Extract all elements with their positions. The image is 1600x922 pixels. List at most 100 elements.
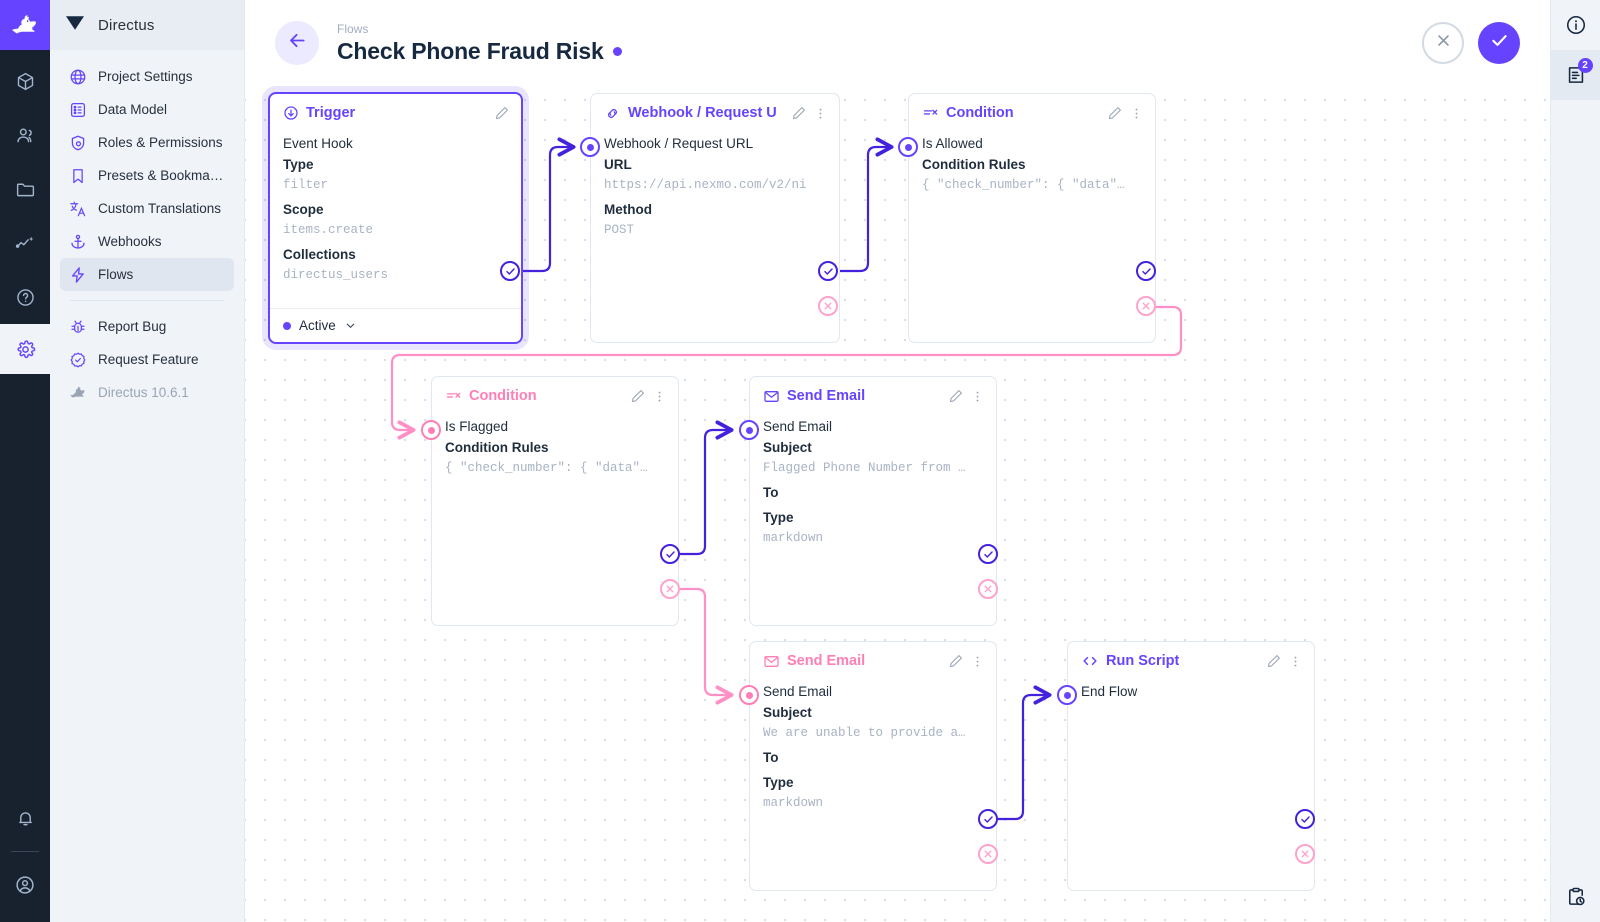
chevron-down-icon[interactable] xyxy=(344,319,357,332)
port-resolve-send-email-unable[interactable] xyxy=(978,809,998,829)
port-reject-condition-flagged[interactable] xyxy=(660,579,680,599)
more-vertical-icon[interactable] xyxy=(970,654,985,669)
pencil-icon[interactable] xyxy=(1266,653,1282,669)
port-reject-run-script[interactable] xyxy=(1295,844,1315,864)
field-label: Condition Rules xyxy=(445,440,549,455)
port-reject-webhook[interactable] xyxy=(818,296,838,316)
port-reject-send-email-unable[interactable] xyxy=(978,844,998,864)
panel-actions xyxy=(791,105,828,121)
panel-actions xyxy=(1266,653,1303,669)
sidebar-item-label: Webhooks xyxy=(98,234,162,249)
logs-icon[interactable]: 2 xyxy=(1550,50,1600,100)
close-icon xyxy=(1434,31,1453,55)
more-vertical-icon[interactable] xyxy=(652,389,667,404)
box-icon[interactable] xyxy=(0,54,50,108)
sidebar-item-webhooks[interactable]: Webhooks xyxy=(60,225,234,258)
panel-actions xyxy=(948,653,985,669)
panel-run-script[interactable]: Run Script End Flow xyxy=(1067,641,1315,891)
sidebar-item-roles-permissions[interactable]: Roles & Permissions xyxy=(60,126,234,159)
sidebar-item-data-model[interactable]: Data Model xyxy=(60,93,234,126)
sidebar-divider xyxy=(70,300,224,301)
pencil-icon[interactable] xyxy=(630,388,646,404)
port-input-condition-allowed[interactable] xyxy=(898,137,918,157)
pencil-icon[interactable] xyxy=(948,388,964,404)
more-vertical-icon[interactable] xyxy=(813,106,828,121)
panel-title: Condition xyxy=(469,388,537,404)
help-circle-icon[interactable] xyxy=(0,270,50,324)
panel-subtitle: Is Flagged xyxy=(445,419,509,434)
panel-body: Is Allowed Condition Rules { "check_numb… xyxy=(909,132,1155,205)
directus-logo-icon xyxy=(64,14,86,37)
panel-send-email-flagged[interactable]: Send Email Send Email Subject Flagged Ph… xyxy=(749,376,997,626)
port-input-send-email-unable[interactable] xyxy=(739,685,759,705)
port-resolve-condition-flagged[interactable] xyxy=(660,544,680,564)
sidebar-item-request-feature[interactable]: Request Feature xyxy=(60,343,234,376)
panel-header: Webhook / Request U xyxy=(591,94,839,132)
more-vertical-icon[interactable] xyxy=(1288,654,1303,669)
pencil-icon[interactable] xyxy=(791,105,807,121)
back-button[interactable] xyxy=(275,21,319,65)
port-input-webhook[interactable] xyxy=(580,137,600,157)
sidebar-item-flows[interactable]: Flows xyxy=(60,258,234,291)
users-icon[interactable] xyxy=(0,108,50,162)
folder-icon[interactable] xyxy=(0,162,50,216)
directus-rabbit-logo[interactable] xyxy=(0,0,50,50)
account-circle-icon[interactable] xyxy=(0,858,50,912)
status-dot xyxy=(283,321,291,330)
field-value: Flagged Phone Number from … xyxy=(763,461,966,475)
flow-connectors xyxy=(390,137,1183,821)
check-icon xyxy=(1489,30,1510,56)
pencil-icon[interactable] xyxy=(948,653,964,669)
sidebar-header[interactable]: Directus xyxy=(50,0,244,50)
port-input-condition-flagged[interactable] xyxy=(421,420,441,440)
gear-icon[interactable] xyxy=(0,324,50,374)
flow-title-block: Flows Check Phone Fraud Risk xyxy=(337,22,622,65)
module-rail-items xyxy=(0,50,50,374)
panel-send-email-unable[interactable]: Send Email Send Email Subject We are una… xyxy=(749,641,997,891)
sidebar-item-report-bug[interactable]: Report Bug xyxy=(60,310,234,343)
bell-icon[interactable] xyxy=(0,791,50,845)
globe-icon xyxy=(68,67,87,86)
port-resolve-trigger[interactable] xyxy=(500,261,520,281)
port-reject-send-email-flagged[interactable] xyxy=(978,579,998,599)
panel-subtitle: Is Allowed xyxy=(922,136,983,151)
field-label: Subject xyxy=(763,705,812,720)
cancel-button[interactable] xyxy=(1422,22,1464,64)
sidebar-item-custom-translations[interactable]: Custom Translations xyxy=(60,192,234,225)
flow-title-row: Check Phone Fraud Risk xyxy=(337,38,622,65)
panel-subtitle: Webhook / Request URL xyxy=(604,136,754,151)
port-resolve-send-email-flagged[interactable] xyxy=(978,544,998,564)
port-reject-condition-allowed[interactable] xyxy=(1136,296,1156,316)
breadcrumb[interactable]: Flows xyxy=(337,21,369,36)
bolt-icon xyxy=(68,265,87,284)
port-input-send-email-flagged[interactable] xyxy=(739,420,759,440)
field-value: directus_users xyxy=(283,268,389,282)
panel-body: Send Email Subject Flagged Phone Number … xyxy=(750,415,996,558)
save-button[interactable] xyxy=(1478,22,1520,64)
port-resolve-webhook[interactable] xyxy=(818,261,838,281)
insights-icon[interactable] xyxy=(0,216,50,270)
field-label: Type xyxy=(763,510,794,525)
sidebar-item-project-settings[interactable]: Project Settings xyxy=(60,60,234,93)
more-vertical-icon[interactable] xyxy=(970,389,985,404)
panel-title: Condition xyxy=(946,105,1014,121)
shield-lock-icon xyxy=(68,133,87,152)
port-resolve-run-script[interactable] xyxy=(1295,809,1315,829)
panel-condition-is-allowed[interactable]: Condition Is Allowed Condition Rules { "… xyxy=(908,93,1156,343)
info-circle-icon[interactable] xyxy=(1551,0,1600,50)
sidebar-item-presets-bookmarks[interactable]: Presets & Bookmar… xyxy=(60,159,234,192)
pencil-icon[interactable] xyxy=(494,105,510,121)
trigger-status-select[interactable]: Active xyxy=(270,308,521,342)
port-input-run-script[interactable] xyxy=(1057,685,1077,705)
panel-trigger[interactable]: Trigger Event Hook Type filter Scope ite… xyxy=(268,92,523,344)
port-resolve-condition-allowed[interactable] xyxy=(1136,261,1156,281)
clipboard-clock-icon[interactable] xyxy=(1551,872,1600,922)
panel-title: Send Email xyxy=(787,653,866,669)
panel-subtitle: Send Email xyxy=(763,419,833,434)
panel-header: Trigger xyxy=(270,94,521,132)
more-vertical-icon[interactable] xyxy=(1129,106,1144,121)
pencil-icon[interactable] xyxy=(1107,105,1123,121)
header-actions xyxy=(1422,22,1520,64)
panel-webhook-request-url[interactable]: Webhook / Request U Webhook / Request UR… xyxy=(590,93,840,343)
panel-condition-is-flagged[interactable]: Condition Is Flagged Condition Rules { "… xyxy=(431,376,679,626)
